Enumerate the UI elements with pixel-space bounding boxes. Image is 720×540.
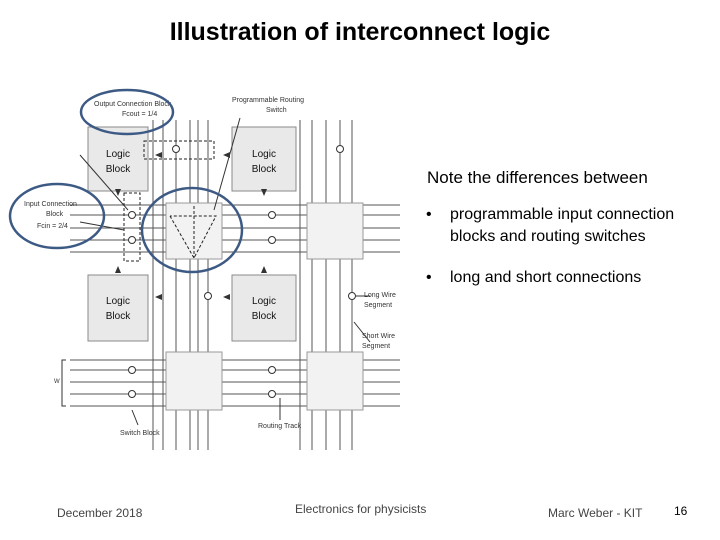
short-wire-label-line2: Segment: [362, 343, 390, 350]
w-bracket: [61, 359, 66, 407]
bullet-marker: •: [426, 269, 432, 286]
highlight-input-block: [8, 182, 106, 250]
logic-block-label: Logic: [106, 149, 130, 160]
bullet-list: • programmable input connection blocks an…: [426, 204, 716, 308]
logic-block-label: Logic: [252, 296, 276, 307]
switch-blocks: [165, 202, 364, 411]
routing-switch-label-line1: Programmable Routing: [232, 97, 304, 104]
logic-block-label: Block: [252, 164, 277, 175]
highlight-circles: [8, 88, 244, 274]
logic-block-label: Block: [106, 311, 131, 322]
interconnect-diagram: Logic Block Logic Block Logic Block Logi…: [8, 88, 400, 450]
fcin-label: Fcin = 2/4: [37, 223, 68, 230]
bullet-item: • programmable input connection blocks an…: [426, 204, 716, 248]
input-connection-block-label-line1: Input Connection: [24, 201, 77, 208]
w-label: W: [54, 379, 60, 385]
slide-title: Illustration of interconnect logic: [169, 18, 551, 46]
footer-date: December 2018: [57, 506, 143, 520]
logic-block-labels: Logic Block Logic Block Logic Block Logi…: [106, 149, 277, 322]
bullet-text: long and short connections: [450, 269, 642, 286]
long-wire-label-line1: Long Wire: [364, 292, 396, 299]
fcout-label: Fcout = 1/4: [122, 111, 157, 118]
logic-blocks: [87, 126, 297, 342]
logic-block-label: Logic: [106, 296, 130, 307]
note-text: Note the differences between: [427, 168, 648, 187]
highlight-output-block: [79, 88, 175, 136]
footer-course: Electronics for physicists: [295, 502, 427, 516]
connection-blocks: [123, 140, 215, 262]
bullet-marker: •: [426, 206, 432, 223]
logic-block-label: Logic: [252, 149, 276, 160]
input-connection-block-label-line2: Block: [46, 211, 64, 218]
page-number: 16: [674, 504, 688, 518]
logic-block-label: Block: [252, 311, 277, 322]
bullet-text: programmable input connection blocks and…: [450, 206, 675, 245]
logic-block-label: Block: [106, 164, 131, 175]
highlight-routing-switch: [140, 186, 244, 274]
bullet-item: • long and short connections: [426, 267, 716, 289]
footer-author: Marc Weber - KIT: [548, 506, 643, 520]
routing-switch-lines: [169, 206, 217, 260]
short-wire-label-line1: Short Wire: [362, 333, 395, 340]
output-connection-block-label: Output Connection Block: [94, 101, 172, 108]
switch-block-label: Switch Block: [120, 430, 160, 437]
routing-switch-label-line2: Switch: [266, 107, 287, 114]
logic-arrows: [115, 152, 267, 300]
routing-track-label: Routing Track: [258, 423, 302, 430]
long-wire-label-line2: Segment: [364, 302, 392, 309]
switch-circles: [128, 145, 356, 398]
